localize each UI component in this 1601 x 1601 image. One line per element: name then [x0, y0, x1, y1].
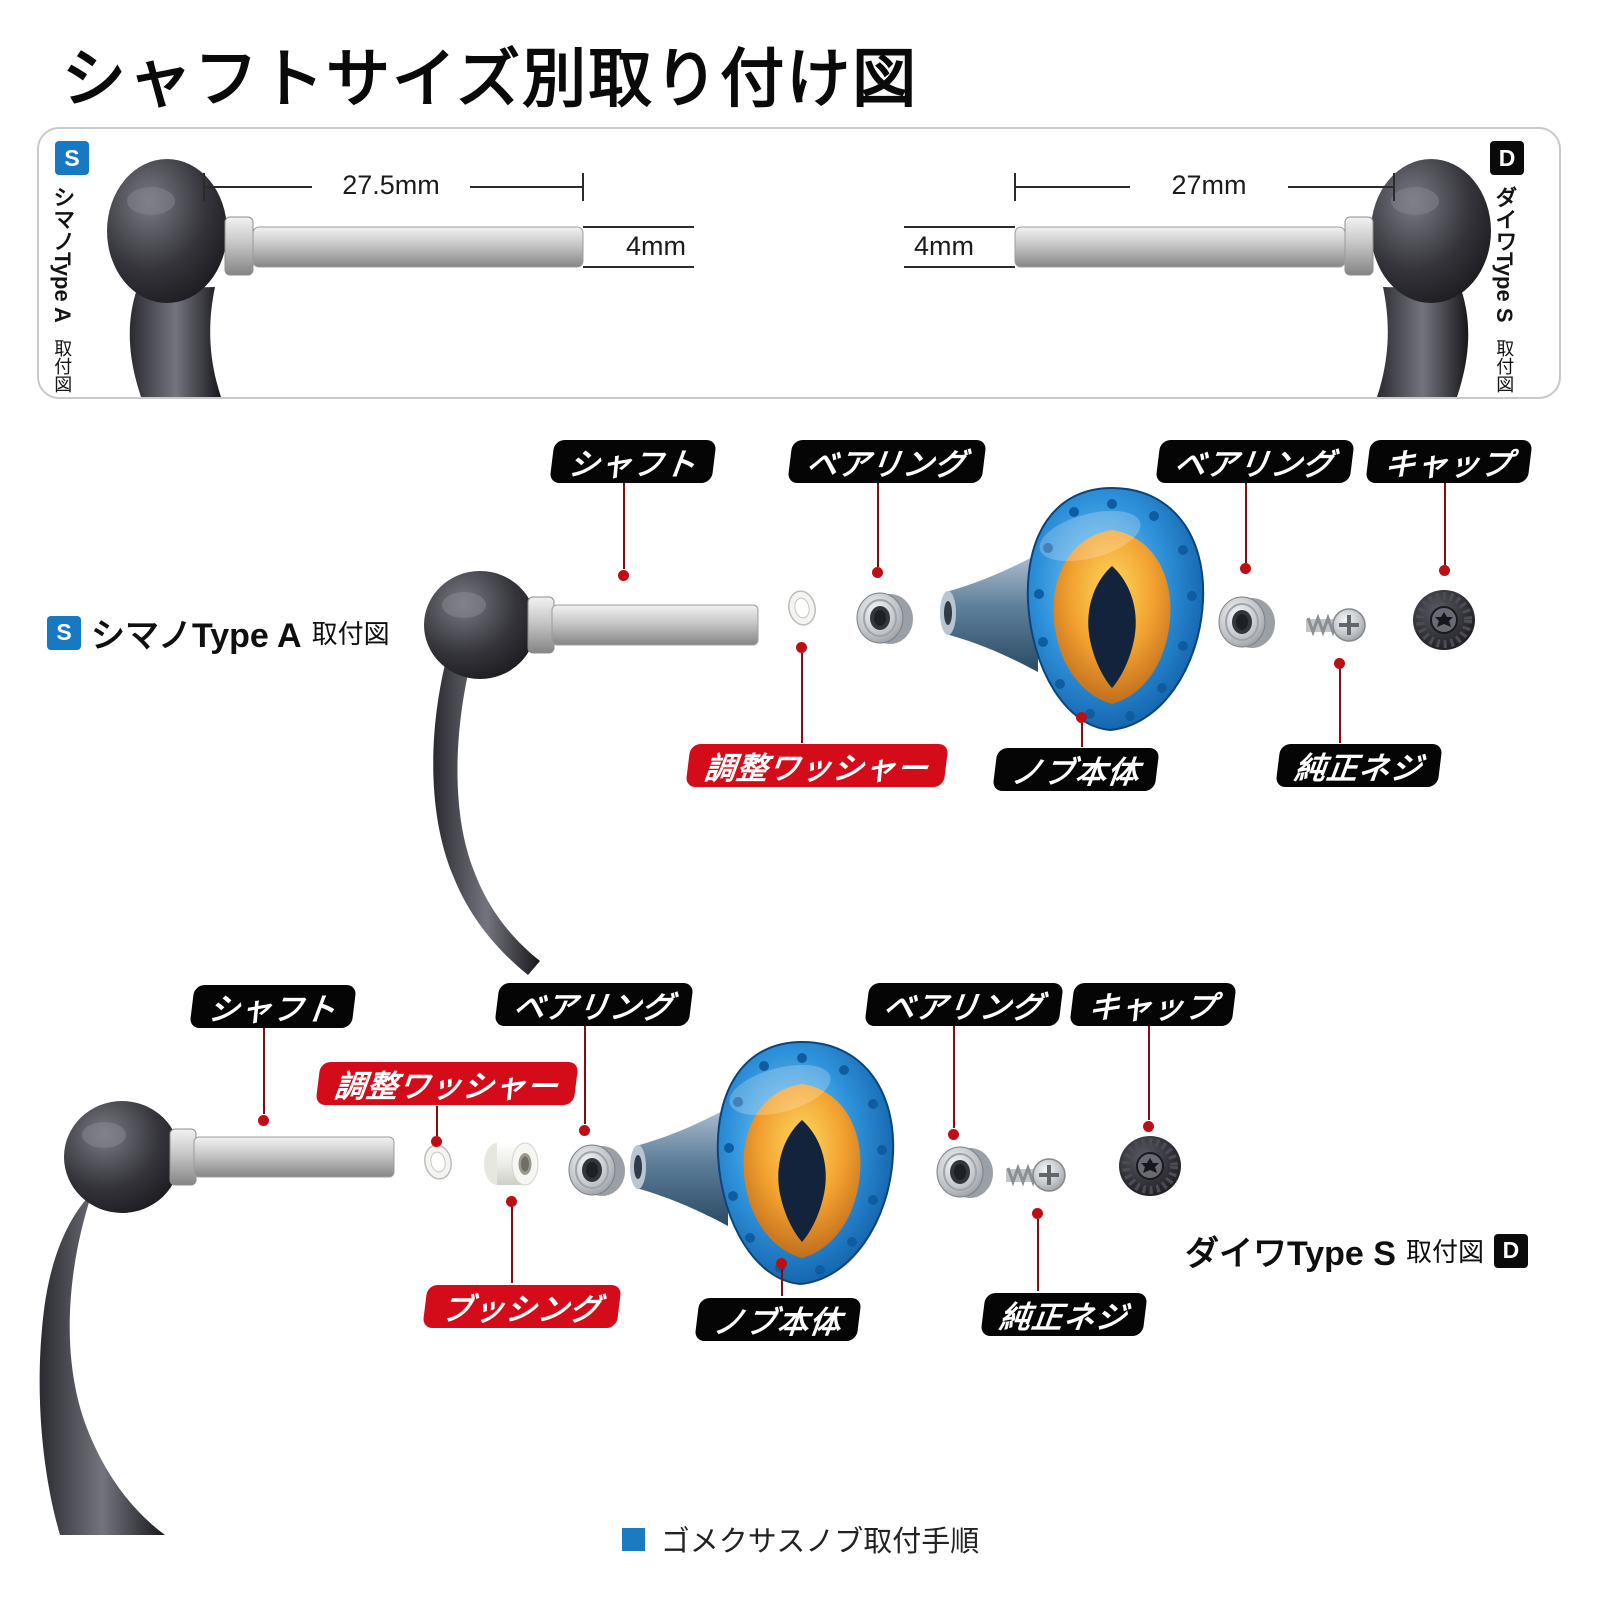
leader-line	[877, 483, 879, 567]
label-screw-b: 純正ネジ	[980, 1293, 1148, 1336]
panel-right-vertical-label: ダイワType S 取付図	[1492, 186, 1518, 393]
label-cap-a: キャップ	[1365, 440, 1533, 483]
leader-dot	[948, 1129, 959, 1140]
leader-line	[801, 653, 803, 743]
bearing-illustration-a-right	[1218, 596, 1275, 648]
leader-dot	[431, 1136, 442, 1147]
knob-illustration-b	[630, 1040, 895, 1286]
leader-line	[1037, 1219, 1039, 1291]
leader-dot	[1240, 563, 1251, 574]
leader-line	[1148, 1026, 1150, 1120]
label-bearing-right-a: ベアリング	[1155, 440, 1355, 483]
shaft-collar	[224, 216, 254, 276]
knob-rim-dots	[724, 1053, 887, 1275]
leader-dot	[1334, 658, 1345, 669]
bearing-illustration-b-right	[936, 1146, 993, 1198]
handle-arm	[1377, 287, 1469, 397]
section-b-brand: ダイワType S	[1185, 1235, 1396, 1273]
badge-shimano-section: S	[47, 615, 81, 650]
handle-illustration-b	[39, 1101, 395, 1535]
footer: ゴメクサスノブ取付手順	[0, 1518, 1601, 1560]
label-bushing-b: ブッシング	[422, 1285, 622, 1328]
label-shaft-a: シャフト	[549, 440, 717, 483]
label-screw-a: 純正ネジ	[1275, 744, 1443, 787]
knob-rim-dots	[1034, 499, 1197, 721]
dimension-diameter-daiwa: 4mm	[900, 231, 988, 262]
leader-dot	[1439, 565, 1450, 576]
leader-line	[1081, 723, 1083, 747]
badge-daiwa-type-s: D	[1490, 141, 1524, 175]
leader-line	[1339, 669, 1341, 743]
washer-illustration-b	[424, 1144, 452, 1180]
footer-text: ゴメクサスノブ取付手順	[660, 1526, 980, 1558]
cap-illustration-a	[1413, 590, 1475, 650]
handle-head	[1371, 159, 1491, 303]
shaft-collar	[1344, 216, 1374, 276]
washer-illustration-a	[788, 590, 816, 626]
leader-line	[1245, 483, 1247, 563]
panel-left-vertical-label: シマノType A 取付図	[50, 186, 76, 394]
dimension-diameter-shimano: 4mm	[612, 231, 700, 262]
shaft	[252, 226, 584, 268]
screw-illustration-a	[1306, 608, 1366, 642]
page-title: シャフトサイズ別取り付け図	[62, 43, 919, 115]
screw-illustration-b	[1006, 1158, 1066, 1192]
label-bearing-left-a: ベアリング	[787, 440, 987, 483]
handle-highlight	[127, 187, 175, 215]
leader-dot	[258, 1115, 269, 1126]
leader-dot	[579, 1125, 590, 1136]
label-cap-b: キャップ	[1069, 983, 1237, 1026]
bearing-illustration-a-left	[856, 592, 913, 644]
handle-head	[107, 159, 227, 303]
leader-dot	[1143, 1121, 1154, 1132]
label-bearing-right-b: ベアリング	[864, 983, 1064, 1026]
leader-dot	[1076, 712, 1087, 723]
leader-line	[953, 1026, 955, 1128]
blue-square-bullet	[621, 1527, 645, 1551]
badge-shimano-type-a: S	[55, 141, 89, 175]
label-knob-b: ノブ本体	[694, 1298, 862, 1341]
handle-illustration-a	[424, 571, 759, 975]
leader-dot	[618, 570, 629, 581]
label-washer-b: 調整ワッシャー	[315, 1062, 579, 1105]
section-a-caption: S シマノType A 取付図	[47, 608, 390, 657]
leader-line	[1444, 483, 1446, 565]
knob-illustration-a	[940, 486, 1205, 732]
leader-line	[623, 483, 625, 569]
badge-daiwa-section: D	[1493, 1233, 1528, 1268]
bearing-illustration-b-left	[568, 1144, 625, 1196]
panel-right-brand: ダイワType S	[1492, 186, 1518, 323]
section-b-caption: ダイワType S 取付図 D	[1185, 1226, 1528, 1275]
dimension-length-shimano: 27.5mm	[312, 170, 470, 201]
shaft	[1014, 226, 1346, 268]
handle-highlight	[1391, 187, 1439, 215]
panel-left-brand: シマノType A	[50, 186, 76, 323]
bushing-illustration-b	[484, 1142, 539, 1186]
leader-line	[511, 1207, 513, 1283]
label-knob-a: ノブ本体	[992, 748, 1160, 791]
leader-dot	[796, 642, 807, 653]
handle-arm	[129, 287, 221, 397]
label-bearing-left-b: ベアリング	[494, 983, 694, 1026]
leader-line	[436, 1106, 438, 1136]
panel-right-suffix: 取付図	[1494, 338, 1515, 393]
leader-line	[781, 1269, 783, 1296]
leader-line	[584, 1026, 586, 1124]
label-washer-a: 調整ワッシャー	[685, 744, 949, 787]
label-shaft-b: シャフト	[189, 985, 357, 1028]
panel-left-suffix: 取付図	[52, 339, 73, 394]
leader-dot	[872, 567, 883, 578]
cap-illustration-b	[1119, 1136, 1181, 1196]
shaft-size-comparison-panel	[37, 127, 1561, 399]
leader-dot	[776, 1258, 787, 1269]
section-a-suffix: 取付図	[311, 619, 390, 649]
section-b-suffix: 取付図	[1405, 1237, 1484, 1267]
section-a-brand: シマノType A	[91, 617, 302, 655]
leader-dot	[506, 1196, 517, 1207]
shaft-comparison-illustration	[107, 159, 1491, 397]
dimension-length-daiwa: 27mm	[1130, 170, 1288, 201]
leader-dot	[1032, 1208, 1043, 1219]
leader-line	[263, 1028, 265, 1114]
